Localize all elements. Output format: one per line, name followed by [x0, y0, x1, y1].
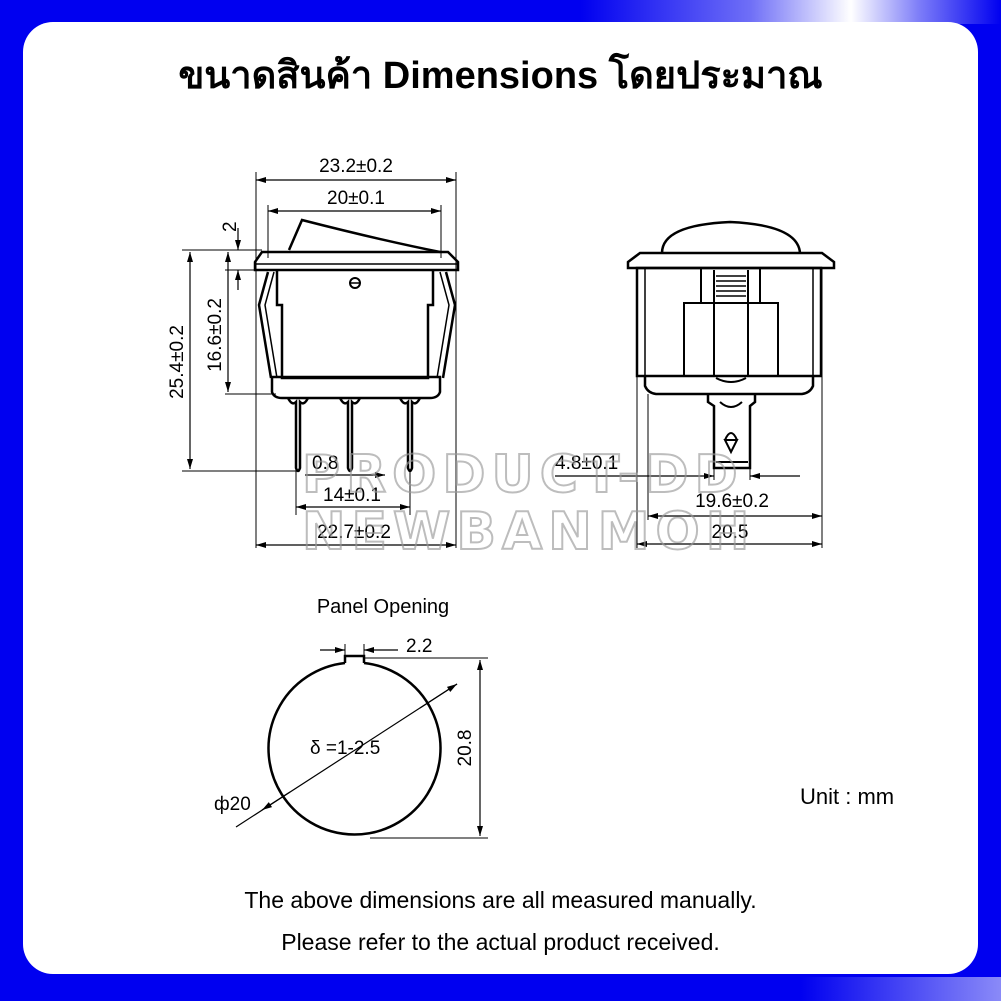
- dim-pin-pitch: 14±0.1: [323, 485, 381, 506]
- dim-rocker-height: 2: [220, 221, 241, 232]
- dim-body-height: 16.6±0.2: [205, 298, 226, 372]
- dim-rocker-width: 20±0.1: [327, 188, 385, 209]
- note-line-1: The above dimensions are all measured ma…: [244, 887, 757, 913]
- dim-notch-width: 2.2: [406, 636, 432, 657]
- unit-label: Unit : mm: [800, 784, 895, 809]
- note-line-2: Please refer to the actual product recei…: [281, 929, 720, 955]
- content-card: [23, 22, 978, 974]
- frame-top-gradient: [0, 0, 1001, 24]
- dim-panel-thickness: δ =1-2.5: [310, 738, 380, 759]
- dim-pin-width: 0.8: [312, 453, 338, 474]
- watermark: PRODUCT-DD NEWBANMOH: [301, 444, 755, 563]
- dim-opening-height: 20.8: [455, 730, 476, 767]
- dim-bezel-depth: 20.5: [712, 522, 749, 543]
- panel-opening-labels: Panel Opening 2.2 20.8 δ =1-2.5 ф20: [214, 596, 476, 815]
- dim-overall-width: 23.2±0.2: [319, 156, 393, 177]
- panel-opening-title: Panel Opening: [317, 596, 449, 618]
- frame-bottom-gradient: [0, 977, 1001, 1001]
- watermark-line-2: NEWBANMOH: [302, 502, 755, 562]
- dim-total-height: 25.4±0.2: [167, 325, 188, 399]
- panel-opening-drawing: [235, 644, 488, 839]
- side-view-labels: 23.2±0.2 20±0.1 2 16.6±0.2 25.4±0.2 0.8 …: [167, 156, 393, 543]
- side-view-drawing: [182, 172, 460, 548]
- dim-terminal-width: 4.8±0.1: [555, 453, 618, 474]
- front-view-labels: 4.8±0.1 19.6±0.2 20.5: [555, 453, 769, 543]
- front-view-drawing: [555, 220, 836, 548]
- dim-opening-diameter: ф20: [214, 794, 251, 815]
- page-title: ขนาดสินค้า Dimensions โดยประมาณ: [178, 55, 823, 97]
- dim-body-depth: 19.6±0.2: [695, 491, 769, 512]
- watermark-line-1: PRODUCT-DD: [302, 445, 744, 505]
- dim-base-width: 22.7±0.2: [317, 522, 391, 543]
